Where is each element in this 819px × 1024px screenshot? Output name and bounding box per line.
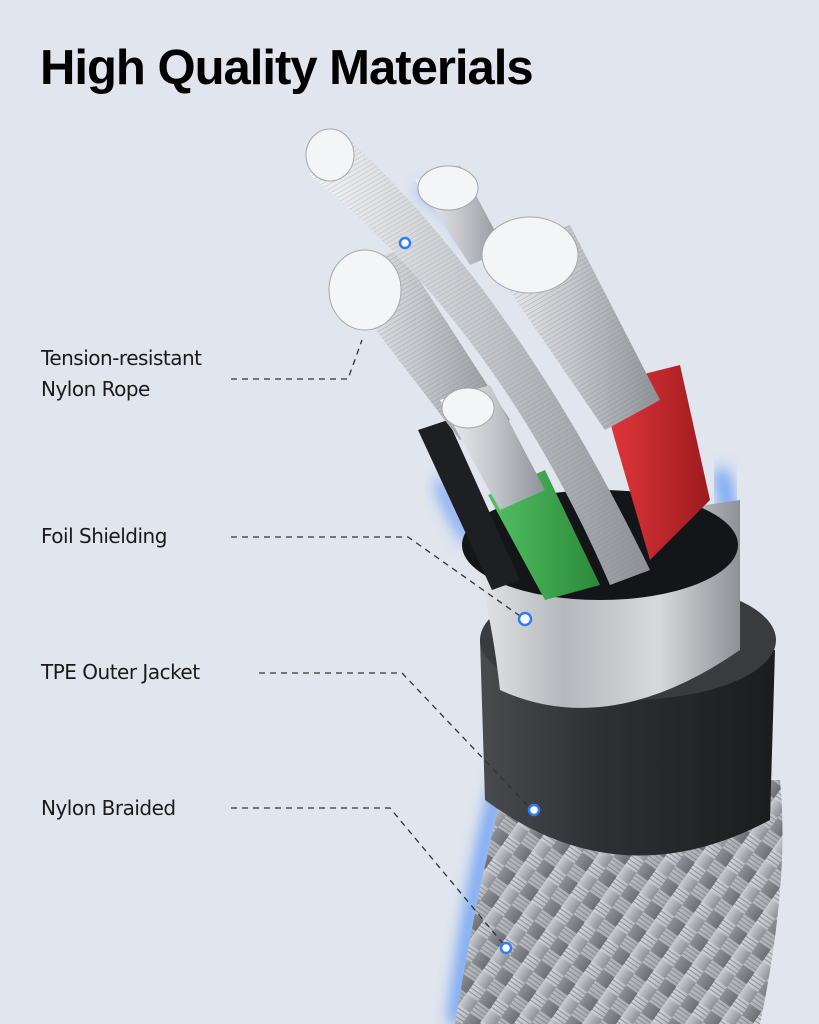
leader-nylon-braided bbox=[231, 807, 506, 947]
leader-foil-shielding bbox=[231, 536, 521, 617]
callout-label-nylon-rope: Tension-resistant Nylon Rope bbox=[41, 343, 202, 405]
callout-leaders bbox=[231, 339, 531, 947]
callout-markers bbox=[398, 236, 541, 955]
callout-label-foil-shielding: Foil Shielding bbox=[41, 524, 167, 548]
marker-dot-nylon-rope bbox=[398, 236, 412, 250]
callout-label-nylon-braided: Nylon Braided bbox=[41, 796, 176, 820]
callout-label-line: Nylon Rope bbox=[41, 377, 150, 401]
page-title: High Quality Materials bbox=[40, 41, 534, 95]
marker-dot-tpe-outer-jacket bbox=[527, 803, 541, 817]
leader-nylon-rope bbox=[231, 339, 363, 380]
copper-strands bbox=[328, 165, 660, 510]
leader-tpe-outer-jacket bbox=[259, 672, 531, 809]
nylon-rope bbox=[305, 128, 650, 585]
callout-label-tpe-outer-jacket: TPE Outer Jacket bbox=[41, 660, 200, 684]
marker-dot-foil-shielding bbox=[517, 611, 533, 627]
marker-dot-nylon-braided bbox=[499, 941, 513, 955]
callout-label-line: Tension-resistant bbox=[41, 346, 202, 370]
